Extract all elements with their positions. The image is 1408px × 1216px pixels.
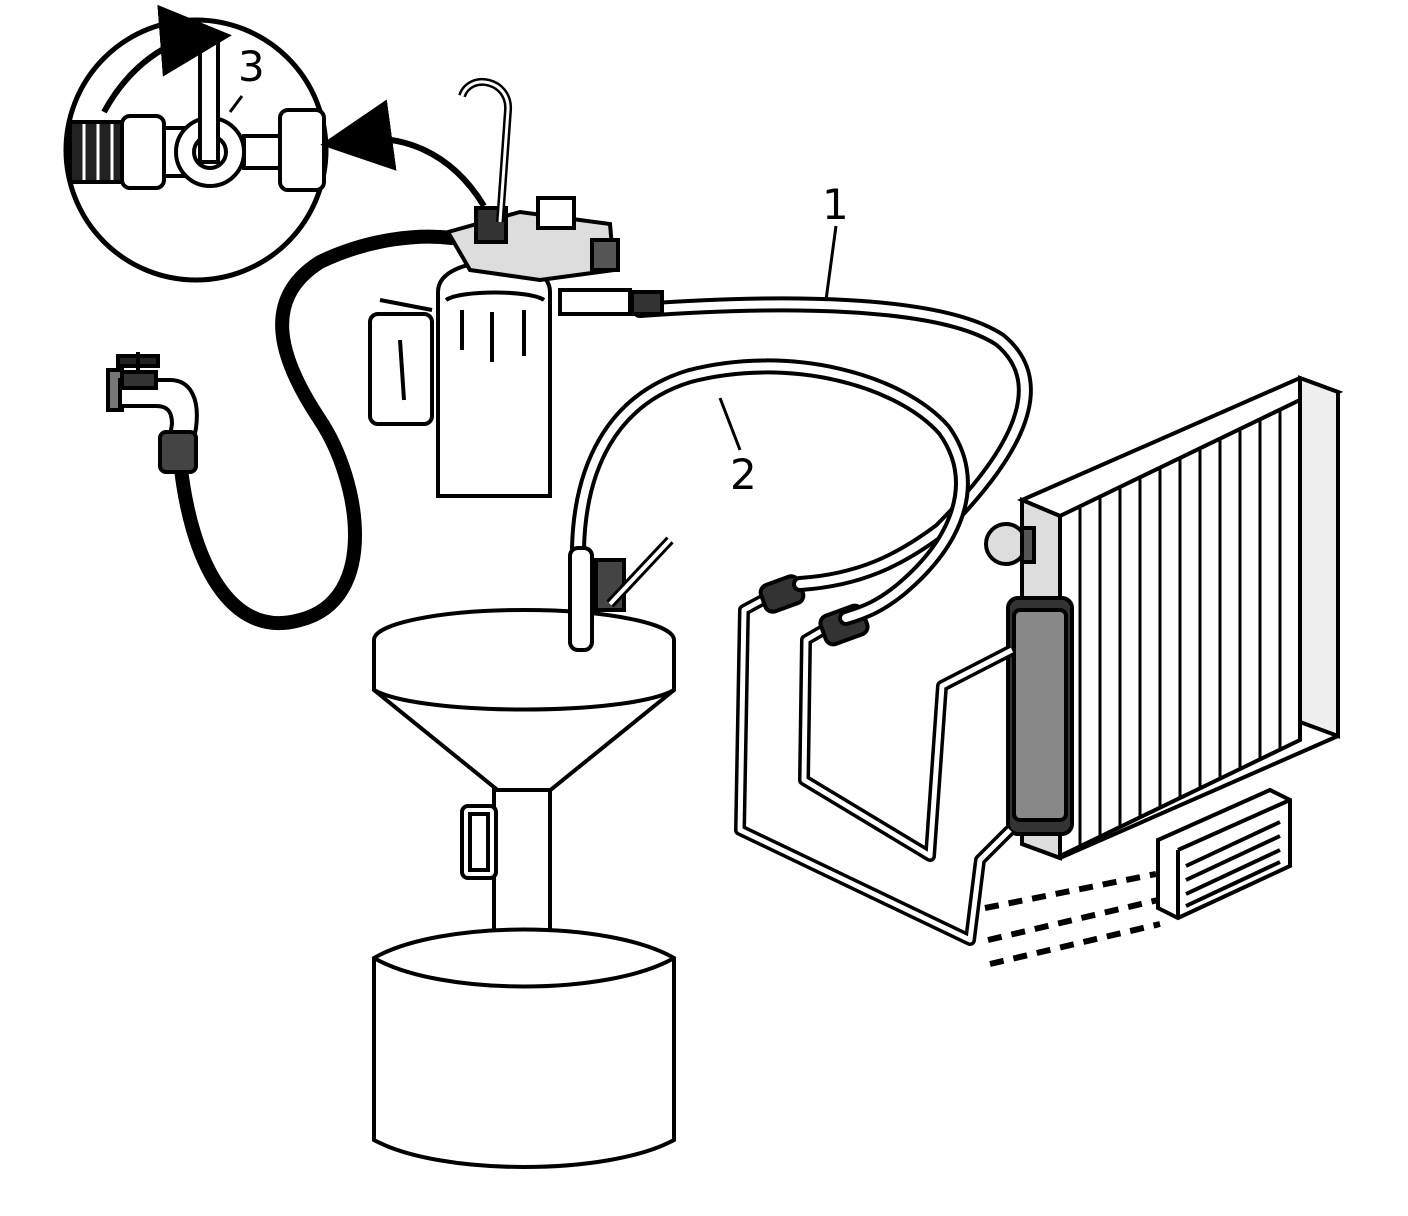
water-faucet [106,352,199,474]
drain-container [372,927,676,1169]
radiator [1006,375,1344,861]
drain-funnel [372,608,676,942]
callout-label-1: 1 [822,180,849,229]
hose-1 [632,296,1033,592]
flusher-unit [368,77,664,498]
water-hose [173,229,459,631]
heater-core [1156,787,1292,921]
radiator-fins [1078,410,1282,846]
engine-hoses [734,590,1015,946]
callout-arrow [320,99,487,208]
valve-detail-callout [63,4,329,283]
hidden-pipes [984,871,1161,967]
callout-label-2: 2 [730,450,757,499]
radiator-cap [984,522,1036,566]
callout-label-3: 3 [238,42,265,91]
funnel-outlet [568,536,674,652]
hose-2 [570,358,970,626]
